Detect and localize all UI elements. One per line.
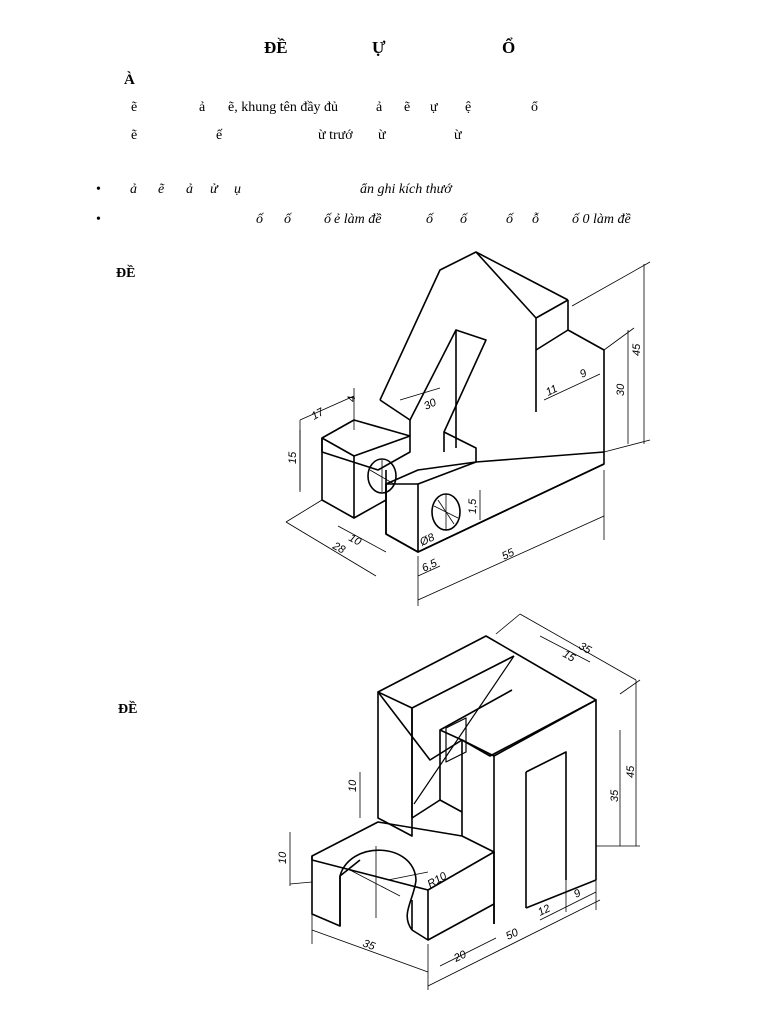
title-part-3: Ổ [502, 38, 516, 57]
exercise-1-label: ĐỀ [116, 266, 136, 281]
dim-35-base: 35 [361, 938, 377, 954]
dim-50: 50 [504, 926, 521, 943]
title-part-2: Ự [372, 38, 386, 57]
req2-frag: ừ [454, 128, 462, 143]
dim-10: 10 [347, 532, 364, 549]
req1-frag: ổ [531, 100, 538, 115]
requirement-line-1: ẽ ả ẽ, khung tên đầy đủ ả ẽ ự ệ ổ [0, 100, 768, 120]
note-frag: ử [210, 182, 218, 197]
section-heading: À [124, 72, 135, 88]
dim-r10: R10 [426, 870, 450, 891]
req1-frag: ự [430, 100, 438, 115]
bullet: • [96, 182, 101, 197]
req1-frag: ẽ, khung tên đầy đủ [228, 100, 339, 115]
dim-35-right: 35 [609, 789, 621, 802]
dim-12: 12 [536, 903, 552, 919]
note-frag: ố [460, 212, 467, 227]
note-frag: ố [506, 212, 513, 227]
note-frag: ả [130, 182, 137, 197]
dim-10-wall: 10 [347, 779, 359, 792]
note-frag: ố [284, 212, 291, 227]
note-frag: ố [426, 212, 433, 227]
req2-frag: ế [216, 128, 223, 143]
dim-9: 9 [578, 367, 589, 380]
title-part-1: ĐỀ [264, 38, 288, 57]
dim-phi8: Ø8 [417, 531, 437, 549]
dim-20: 20 [451, 948, 469, 965]
req1-frag: ẽ [404, 100, 411, 115]
dim-1-5: 1,5 [467, 498, 479, 514]
dim-15: 15 [287, 451, 299, 464]
dim-45: 45 [625, 765, 637, 778]
bullet: • [96, 212, 101, 227]
dim-45: 45 [631, 343, 643, 356]
dim-30: 30 [422, 396, 439, 413]
req2-frag: ừ trướ [318, 128, 353, 143]
note-frag: ố [256, 212, 263, 227]
req1-frag: ẽ [131, 100, 138, 115]
note-frag: ố [324, 212, 331, 227]
note-frag: ụ [234, 182, 241, 197]
note-2: • ố ố ố ẻ làm đề ố ố ố ỗ ố 0 làm đề [96, 212, 696, 232]
dim-17: 17 [310, 406, 327, 423]
note-frag: ẩn ghi kích thướ [360, 182, 452, 197]
dim-11: 11 [544, 383, 560, 399]
dim-30-b: 30 [615, 383, 627, 396]
dim-6-5: 6,5 [420, 557, 440, 575]
req1-frag: ệ [465, 100, 472, 115]
exercise-2-drawing: 35 15 45 35 10 10 R10 35 20 50 12 9 [277, 613, 641, 990]
dim-4: 4 [346, 396, 358, 402]
dim-55: 55 [500, 546, 517, 563]
note-frag: ẻ làm đề [334, 212, 382, 227]
exercise-1-drawing: 17 4 30 15 10 28 Ø8 6,5 1,5 55 11 9 30 4… [285, 251, 651, 606]
page-title: ĐỀ Ự Ổ [0, 38, 768, 62]
exercise-2-label: ĐỀ [118, 702, 138, 717]
dim-28: 28 [330, 540, 348, 557]
req2-frag: ẽ [131, 128, 138, 143]
dim-9: 9 [572, 887, 583, 900]
dim-15: 15 [561, 648, 578, 665]
note-frag: ố 0 làm đề [572, 212, 631, 227]
dim-10-base: 10 [277, 851, 289, 864]
note-frag: ả [186, 182, 193, 197]
note-frag: ẽ [158, 182, 165, 197]
note-1: • ả ẽ ả ử ụ ẩn ghi kích thướ [96, 182, 696, 202]
requirement-line-2: ẽ ế ừ trướ ừ ừ [0, 128, 768, 148]
req2-frag: ừ [378, 128, 386, 143]
req1-frag: ả [376, 100, 383, 115]
req1-frag: ả [199, 100, 206, 115]
note-frag: ỗ [532, 212, 539, 227]
